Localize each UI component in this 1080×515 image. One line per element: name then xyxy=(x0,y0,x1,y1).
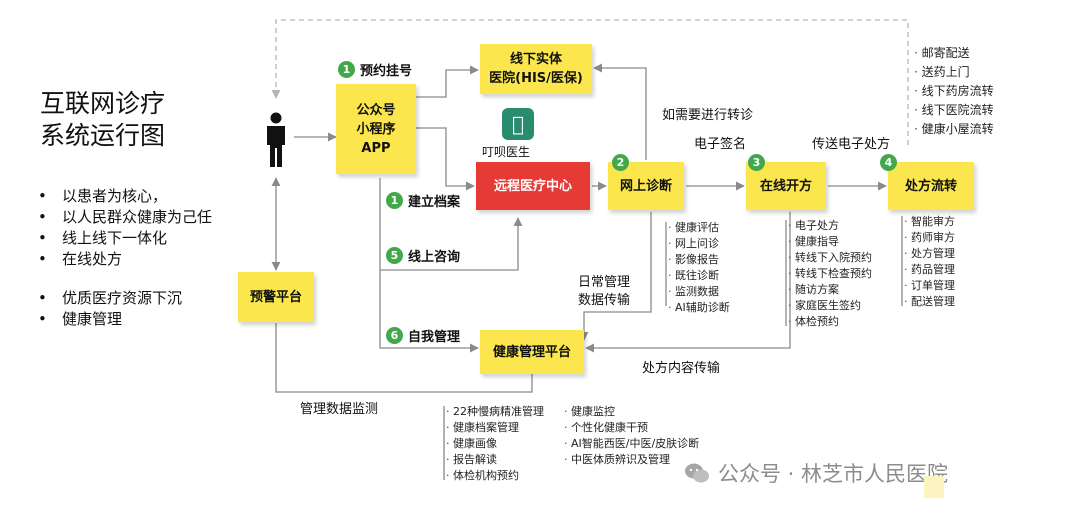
referral-label: 如需要进行转诊 xyxy=(662,108,754,123)
list-item: 随访方案 xyxy=(788,282,872,298)
list-item: 个性化健康干预 xyxy=(564,420,699,436)
list-item: 智能审方 xyxy=(904,214,955,230)
list-item: 转线下入院预约 xyxy=(788,250,872,266)
diagnosis-list: 健康评估 网上问诊 影像报告 既往诊断 监测数据 AI辅助诊断 xyxy=(668,220,730,316)
list-item: 网上问诊 xyxy=(668,236,730,252)
e-sign-label: 电子签名 xyxy=(694,137,747,152)
list-item: AI辅助诊断 xyxy=(668,300,730,316)
step-number-badge: 2 xyxy=(612,154,629,171)
step-label: 建立档案 xyxy=(408,195,461,210)
list-item: 体检机构预约 xyxy=(446,468,544,484)
list-item: 药师审方 xyxy=(904,230,955,246)
prescription-list: 电子处方 健康指导 转线下入院预约 转线下检查预约 随访方案 家庭医生签约 体检… xyxy=(788,218,872,330)
step-number-badge: 1 xyxy=(386,192,403,209)
list-item: 药品管理 xyxy=(904,262,955,278)
step-number-badge: 5 xyxy=(386,247,403,264)
wechat-icon xyxy=(685,463,709,483)
principle-item: 优质医疗资源下沉 xyxy=(36,288,212,309)
list-item: 监测数据 xyxy=(668,284,730,300)
list-item: 健康监控 xyxy=(564,404,699,420)
remote-center-box: 远程医疗中心 xyxy=(476,162,590,210)
principle-item: 线上线下一体化 xyxy=(36,228,212,249)
daily-mgmt-label: 日常管理 数据传输 xyxy=(578,275,631,308)
list-item: 体检预约 xyxy=(788,314,872,330)
list-item: 配送管理 xyxy=(904,294,955,310)
monitor-label: 管理数据监测 xyxy=(300,402,379,417)
diagram-title: 互联网诊疗 系统运行图 xyxy=(40,89,166,150)
list-item: 健康指导 xyxy=(788,234,872,250)
list-item: 报告解读 xyxy=(446,452,544,468)
app-name: 叮呗医生 xyxy=(482,145,531,159)
prescription-flow-box: 处方流转 xyxy=(888,162,974,210)
list-item: AI智能西医/中医/皮肤诊断 xyxy=(564,436,699,452)
patient-icon xyxy=(267,112,285,167)
step-label: 线上咨询 xyxy=(408,250,461,265)
delivery-list: 邮寄配送 送药上门 线下药房流转 线下医院流转 健康小屋流转 xyxy=(914,44,994,139)
list-item: 影像报告 xyxy=(668,252,730,268)
principle-item: 以患者为核心， xyxy=(36,186,212,207)
watermark: 公众号 · 林芝市人民医院 xyxy=(684,458,948,488)
health-platform-box: 健康管理平台 xyxy=(480,330,584,374)
principle-list: 以患者为核心， 以人民群众健康为己任 线上线下一体化 在线处方 优质医疗资源下沉… xyxy=(36,186,212,330)
principle-item: 健康管理 xyxy=(36,309,212,330)
list-item: 家庭医生签约 xyxy=(788,298,872,314)
principle-item: 在线处方 xyxy=(36,249,212,270)
list-item: 健康评估 xyxy=(668,220,730,236)
principle-item: 以人民群众健康为己任 xyxy=(36,207,212,228)
offline-hospital-box: 线下实体 医院(HIS/医保) xyxy=(480,44,592,94)
step-record: 1 建立档案 xyxy=(386,191,460,210)
step-number-badge: 1 xyxy=(338,61,355,78)
list-item: 线下药房流转 xyxy=(914,82,994,101)
step-appointment: 1 预约挂号 xyxy=(338,60,412,79)
step-self-manage: 6 自我管理 xyxy=(386,326,460,345)
health-list-left: 22种慢病精准管理 健康档案管理 健康画像 报告解读 体检机构预约 xyxy=(446,404,544,484)
step-label: 预约挂号 xyxy=(360,64,413,79)
list-item: 健康档案管理 xyxy=(446,420,544,436)
rx-transfer-label: 处方内容传输 xyxy=(642,361,721,376)
list-item: 邮寄配送 xyxy=(914,44,994,63)
step-label: 自我管理 xyxy=(408,330,461,345)
list-item: 处方管理 xyxy=(904,246,955,262)
list-item: 电子处方 xyxy=(788,218,872,234)
step-number-badge: 6 xyxy=(386,327,403,344)
app-logo-icon: 𨱆 xyxy=(502,108,534,140)
list-item: 健康小屋流转 xyxy=(914,120,994,139)
step-number-badge: 3 xyxy=(748,154,765,171)
alert-platform-box: 预警平台 xyxy=(238,272,314,322)
step-consult: 5 线上咨询 xyxy=(386,246,460,265)
list-item: 订单管理 xyxy=(904,278,955,294)
list-item: 转线下检查预约 xyxy=(788,266,872,282)
flow-list: 智能审方 药师审方 处方管理 药品管理 订单管理 配送管理 xyxy=(904,214,955,310)
list-item: 22种慢病精准管理 xyxy=(446,404,544,420)
channels-box: 公众号 小程序 APP xyxy=(336,84,416,174)
list-item: 线下医院流转 xyxy=(914,101,994,120)
online-prescription-box: 在线开方 xyxy=(746,162,826,210)
list-item: 既往诊断 xyxy=(668,268,730,284)
step-number-badge: 4 xyxy=(880,154,897,171)
watermark-text: 公众号 · 林芝市人民医院 xyxy=(718,462,949,486)
list-item: 健康画像 xyxy=(446,436,544,452)
send-rx-label: 传送电子处方 xyxy=(812,137,891,152)
health-list-right: 健康监控 个性化健康干预 AI智能西医/中医/皮肤诊断 中医体质辨识及管理 xyxy=(564,404,699,468)
list-item: 中医体质辨识及管理 xyxy=(564,452,699,468)
corner-mark xyxy=(924,476,944,498)
list-item: 送药上门 xyxy=(914,63,994,82)
